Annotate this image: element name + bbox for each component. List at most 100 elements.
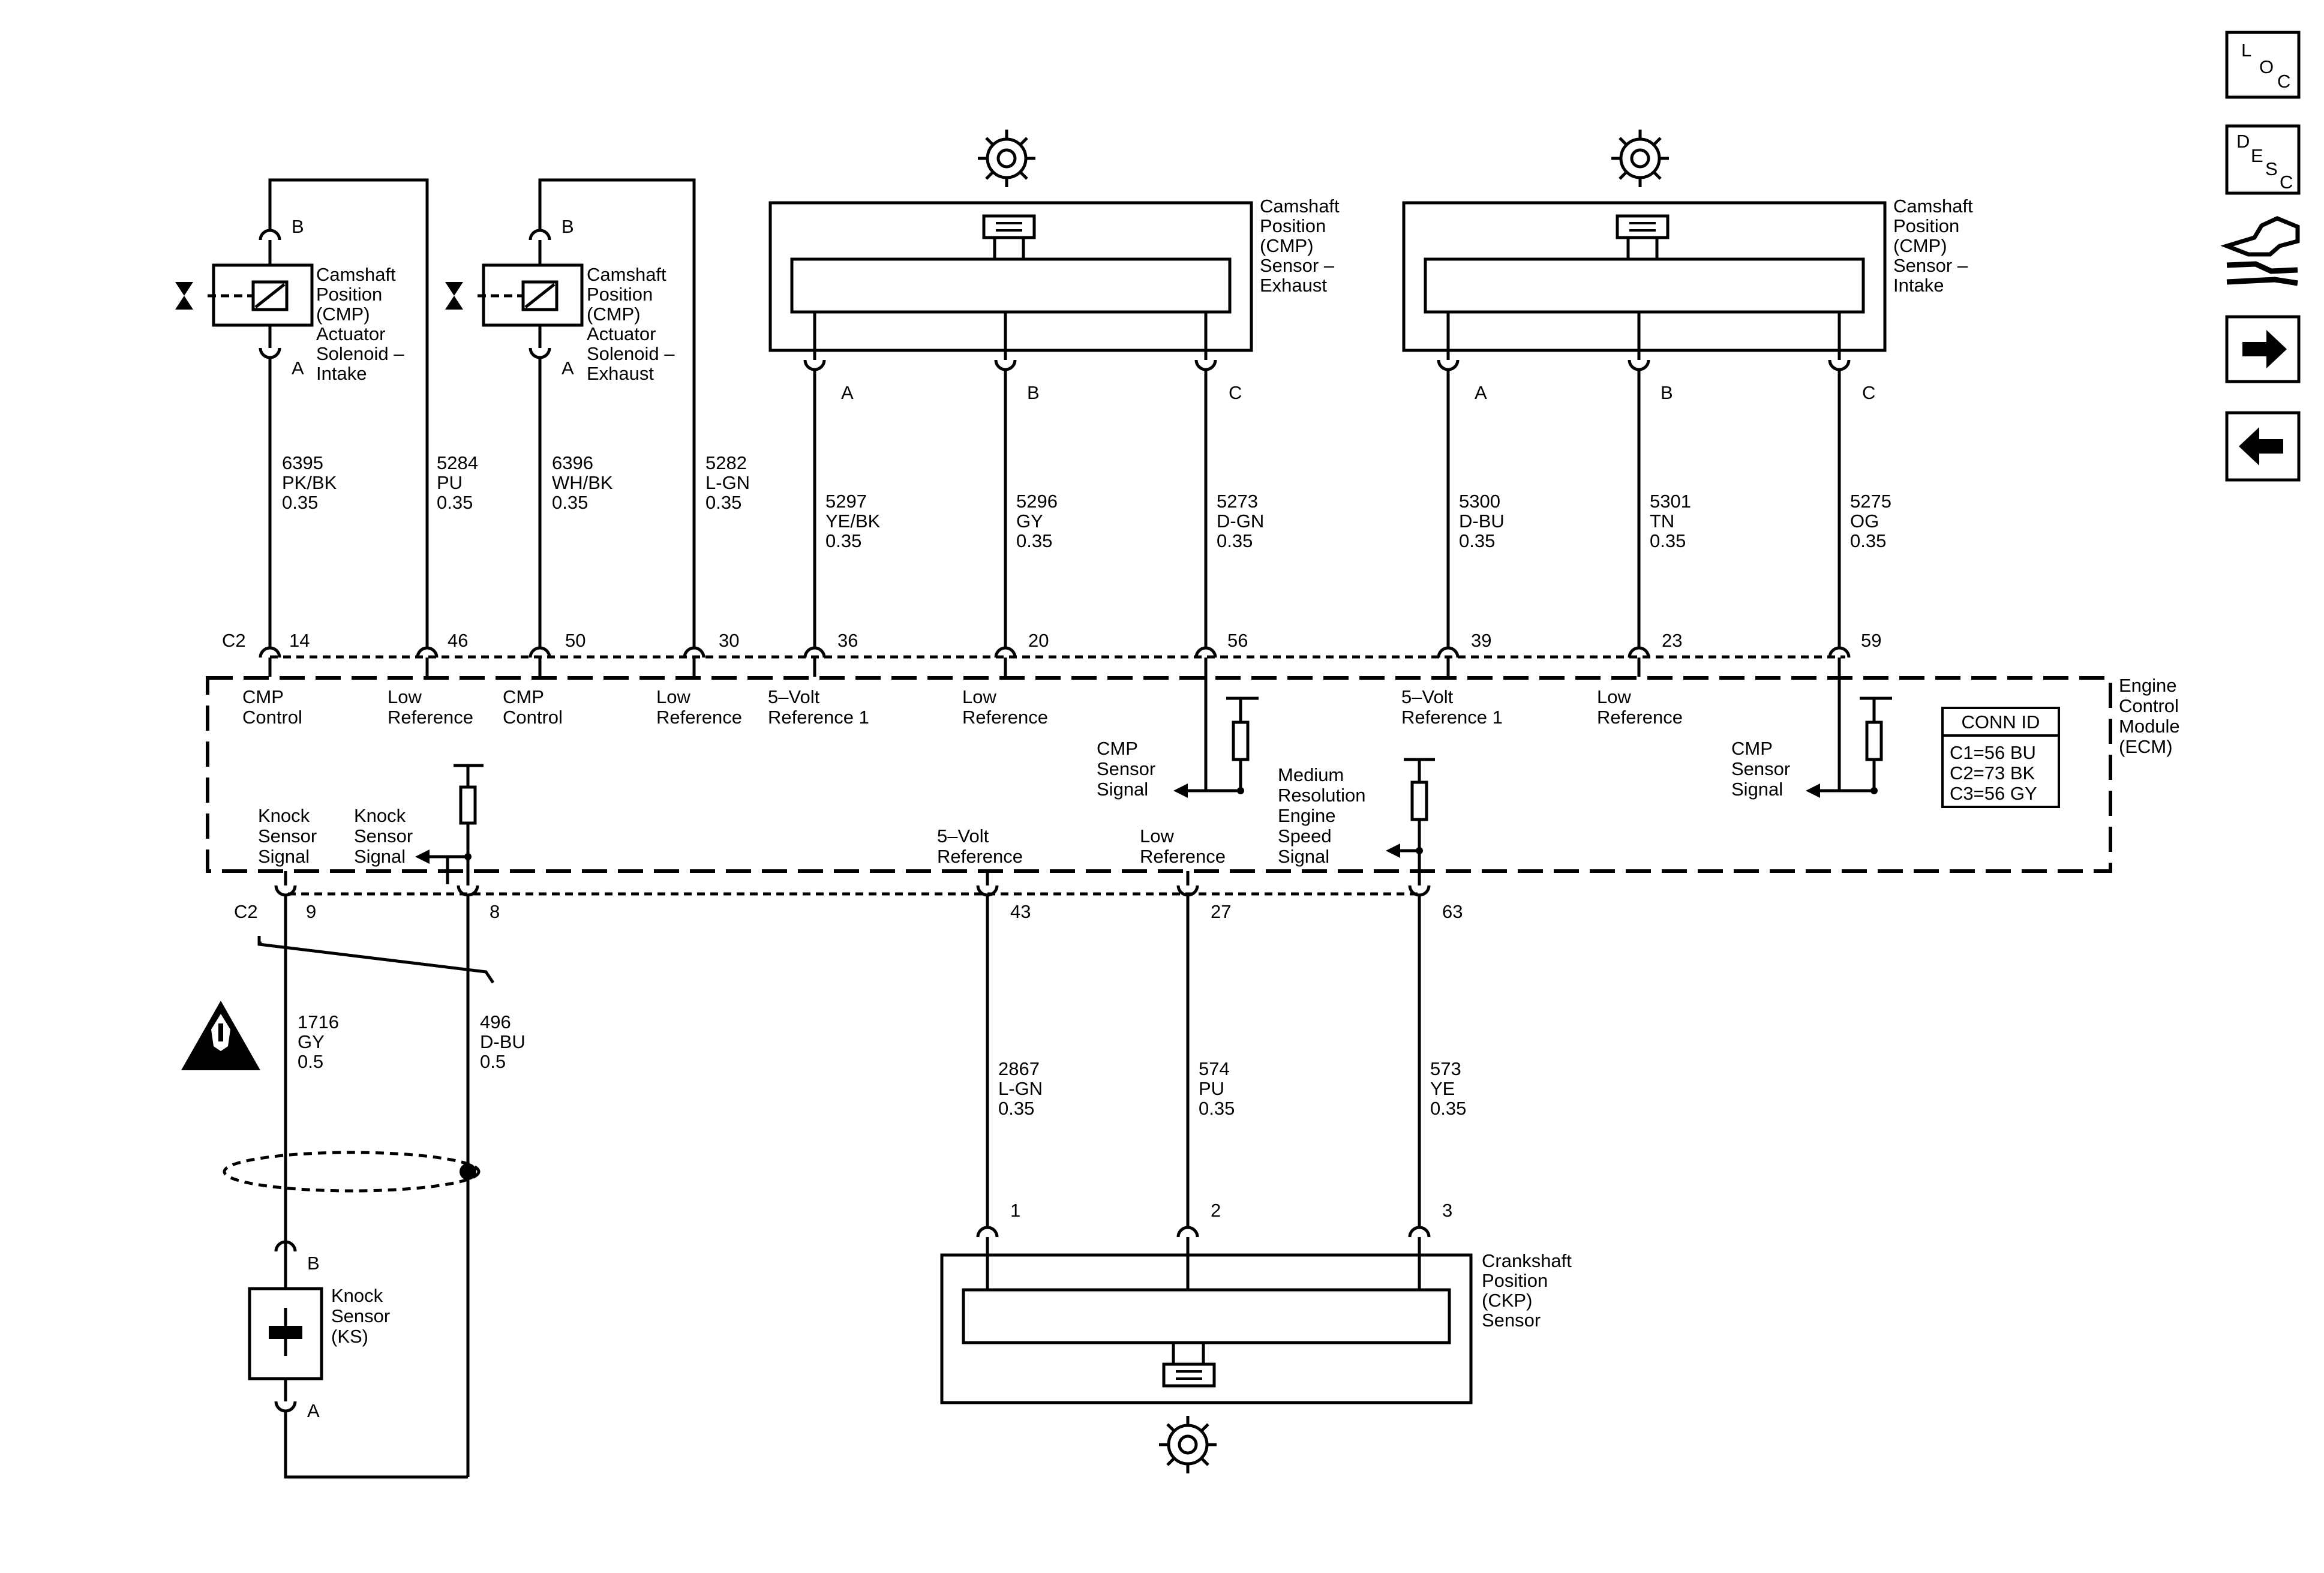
svg-text:56: 56 bbox=[1227, 630, 1248, 651]
svg-text:Reference: Reference bbox=[1140, 846, 1226, 867]
svg-text:Actuator: Actuator bbox=[316, 323, 385, 344]
next-arrow-button[interactable] bbox=[2225, 315, 2301, 383]
svg-text:Sensor: Sensor bbox=[1097, 758, 1155, 779]
svg-text:Low: Low bbox=[1140, 825, 1174, 846]
svg-text:Crankshaft: Crankshaft bbox=[1482, 1250, 1572, 1271]
svg-text:Low: Low bbox=[1597, 686, 1631, 707]
svg-text:Solenoid –: Solenoid – bbox=[587, 343, 675, 364]
svg-text:20: 20 bbox=[1028, 630, 1049, 651]
svg-text:Low: Low bbox=[656, 686, 690, 707]
knock-sensor-label: Knock Sensor (KS) B A bbox=[307, 1253, 390, 1421]
svg-text:Position: Position bbox=[1893, 215, 1959, 236]
svg-text:L-GN: L-GN bbox=[998, 1078, 1043, 1099]
svg-text:D-BU: D-BU bbox=[1459, 511, 1505, 532]
svg-text:Engine: Engine bbox=[2119, 675, 2177, 696]
svg-text:GY: GY bbox=[298, 1031, 325, 1052]
repair-hand-wrench-icon[interactable] bbox=[2220, 216, 2300, 286]
ecm-top-pins bbox=[259, 646, 1851, 792]
svg-text:Signal: Signal bbox=[258, 846, 310, 867]
svg-text:S: S bbox=[2265, 158, 2278, 179]
cmp-actuator-solenoid-exhaust: B A Camshaft Position (CMP) Actuator Sol… bbox=[445, 178, 696, 648]
svg-text:Position: Position bbox=[316, 284, 382, 305]
svg-text:B: B bbox=[562, 216, 574, 237]
svg-text:YE/BK: YE/BK bbox=[825, 511, 881, 532]
gear-icon bbox=[1159, 1416, 1217, 1473]
arrow-right-icon bbox=[2242, 330, 2287, 368]
svg-text:Control: Control bbox=[503, 707, 563, 728]
svg-text:CMP: CMP bbox=[1097, 738, 1138, 759]
svg-text:23: 23 bbox=[1662, 630, 1682, 651]
svg-text:0.35: 0.35 bbox=[1459, 530, 1495, 551]
svg-text:Reference: Reference bbox=[388, 707, 473, 728]
ckp-sensor-wiring bbox=[976, 895, 1431, 1290]
svg-text:Actuator: Actuator bbox=[587, 323, 656, 344]
svg-text:Low: Low bbox=[388, 686, 422, 707]
svg-text:0.35: 0.35 bbox=[1430, 1098, 1466, 1119]
svg-text:PK/BK: PK/BK bbox=[282, 472, 337, 493]
location-button[interactable]: L O C bbox=[2225, 31, 2301, 99]
svg-text:Sensor: Sensor bbox=[331, 1305, 390, 1326]
svg-text:Signal: Signal bbox=[1278, 846, 1329, 867]
svg-text:14: 14 bbox=[289, 630, 310, 651]
svg-text:Camshaft: Camshaft bbox=[587, 264, 666, 285]
svg-text:8: 8 bbox=[490, 901, 500, 922]
conn-id-row: C1=56 BU bbox=[1950, 742, 2036, 763]
svg-text:CMP: CMP bbox=[503, 686, 544, 707]
svg-text:5300: 5300 bbox=[1459, 491, 1500, 512]
svg-text:0.35: 0.35 bbox=[552, 492, 588, 513]
svg-text:50: 50 bbox=[565, 630, 585, 651]
svg-text:Intake: Intake bbox=[316, 363, 367, 384]
cmp-sensor-wires bbox=[803, 312, 1851, 648]
svg-text:6396: 6396 bbox=[552, 452, 593, 473]
cmp-actuator-solenoid-intake: B A Camshaft Position (CMP) Actuator Sol… bbox=[175, 178, 429, 648]
svg-text:5275: 5275 bbox=[1850, 491, 1891, 512]
description-button[interactable]: D E S C bbox=[2225, 124, 2301, 195]
svg-text:Reference 1: Reference 1 bbox=[768, 707, 869, 728]
svg-text:Solenoid –: Solenoid – bbox=[316, 343, 404, 364]
svg-text:A: A bbox=[562, 358, 574, 379]
svg-text:63: 63 bbox=[1442, 901, 1463, 922]
svg-text:30: 30 bbox=[719, 630, 739, 651]
gear-icon bbox=[978, 130, 1035, 187]
knock-signal-circuit bbox=[415, 764, 484, 884]
svg-text:Signal: Signal bbox=[354, 846, 406, 867]
svg-text:0.35: 0.35 bbox=[1650, 530, 1686, 551]
svg-text:574: 574 bbox=[1199, 1058, 1230, 1079]
svg-text:C: C bbox=[2277, 71, 2290, 92]
svg-text:PU: PU bbox=[1199, 1078, 1224, 1099]
svg-text:Engine: Engine bbox=[1278, 805, 1336, 826]
svg-text:(CMP): (CMP) bbox=[316, 304, 370, 325]
svg-text:Camshaft: Camshaft bbox=[316, 264, 396, 285]
svg-text:YE: YE bbox=[1430, 1078, 1455, 1099]
svg-text:39: 39 bbox=[1471, 630, 1491, 651]
svg-text:36: 36 bbox=[837, 630, 858, 651]
svg-text:Exhaust: Exhaust bbox=[1260, 275, 1327, 296]
previous-arrow-button[interactable] bbox=[2225, 411, 2301, 482]
svg-text:Low: Low bbox=[962, 686, 996, 707]
svg-text:B: B bbox=[1661, 382, 1673, 403]
svg-text:(CMP): (CMP) bbox=[1260, 235, 1314, 256]
svg-text:B: B bbox=[307, 1253, 320, 1274]
svg-text:496: 496 bbox=[480, 1011, 511, 1032]
svg-text:0.5: 0.5 bbox=[298, 1051, 323, 1072]
conn-id-box: CONN ID C1=56 BU C2=73 BK C3=56 GY bbox=[1941, 707, 2060, 808]
svg-text:46: 46 bbox=[448, 630, 468, 651]
conn-id-row: C3=56 GY bbox=[1950, 783, 2037, 804]
svg-text:L-GN: L-GN bbox=[705, 472, 750, 493]
svg-text:0.35: 0.35 bbox=[282, 492, 318, 513]
svg-text:0.35: 0.35 bbox=[998, 1098, 1034, 1119]
svg-text:5282: 5282 bbox=[705, 452, 747, 473]
svg-text:OG: OG bbox=[1850, 511, 1879, 532]
svg-text:C: C bbox=[1229, 382, 1242, 403]
svg-text:Position: Position bbox=[587, 284, 653, 305]
svg-text:573: 573 bbox=[1430, 1058, 1461, 1079]
svg-text:Reference 1: Reference 1 bbox=[1401, 707, 1503, 728]
